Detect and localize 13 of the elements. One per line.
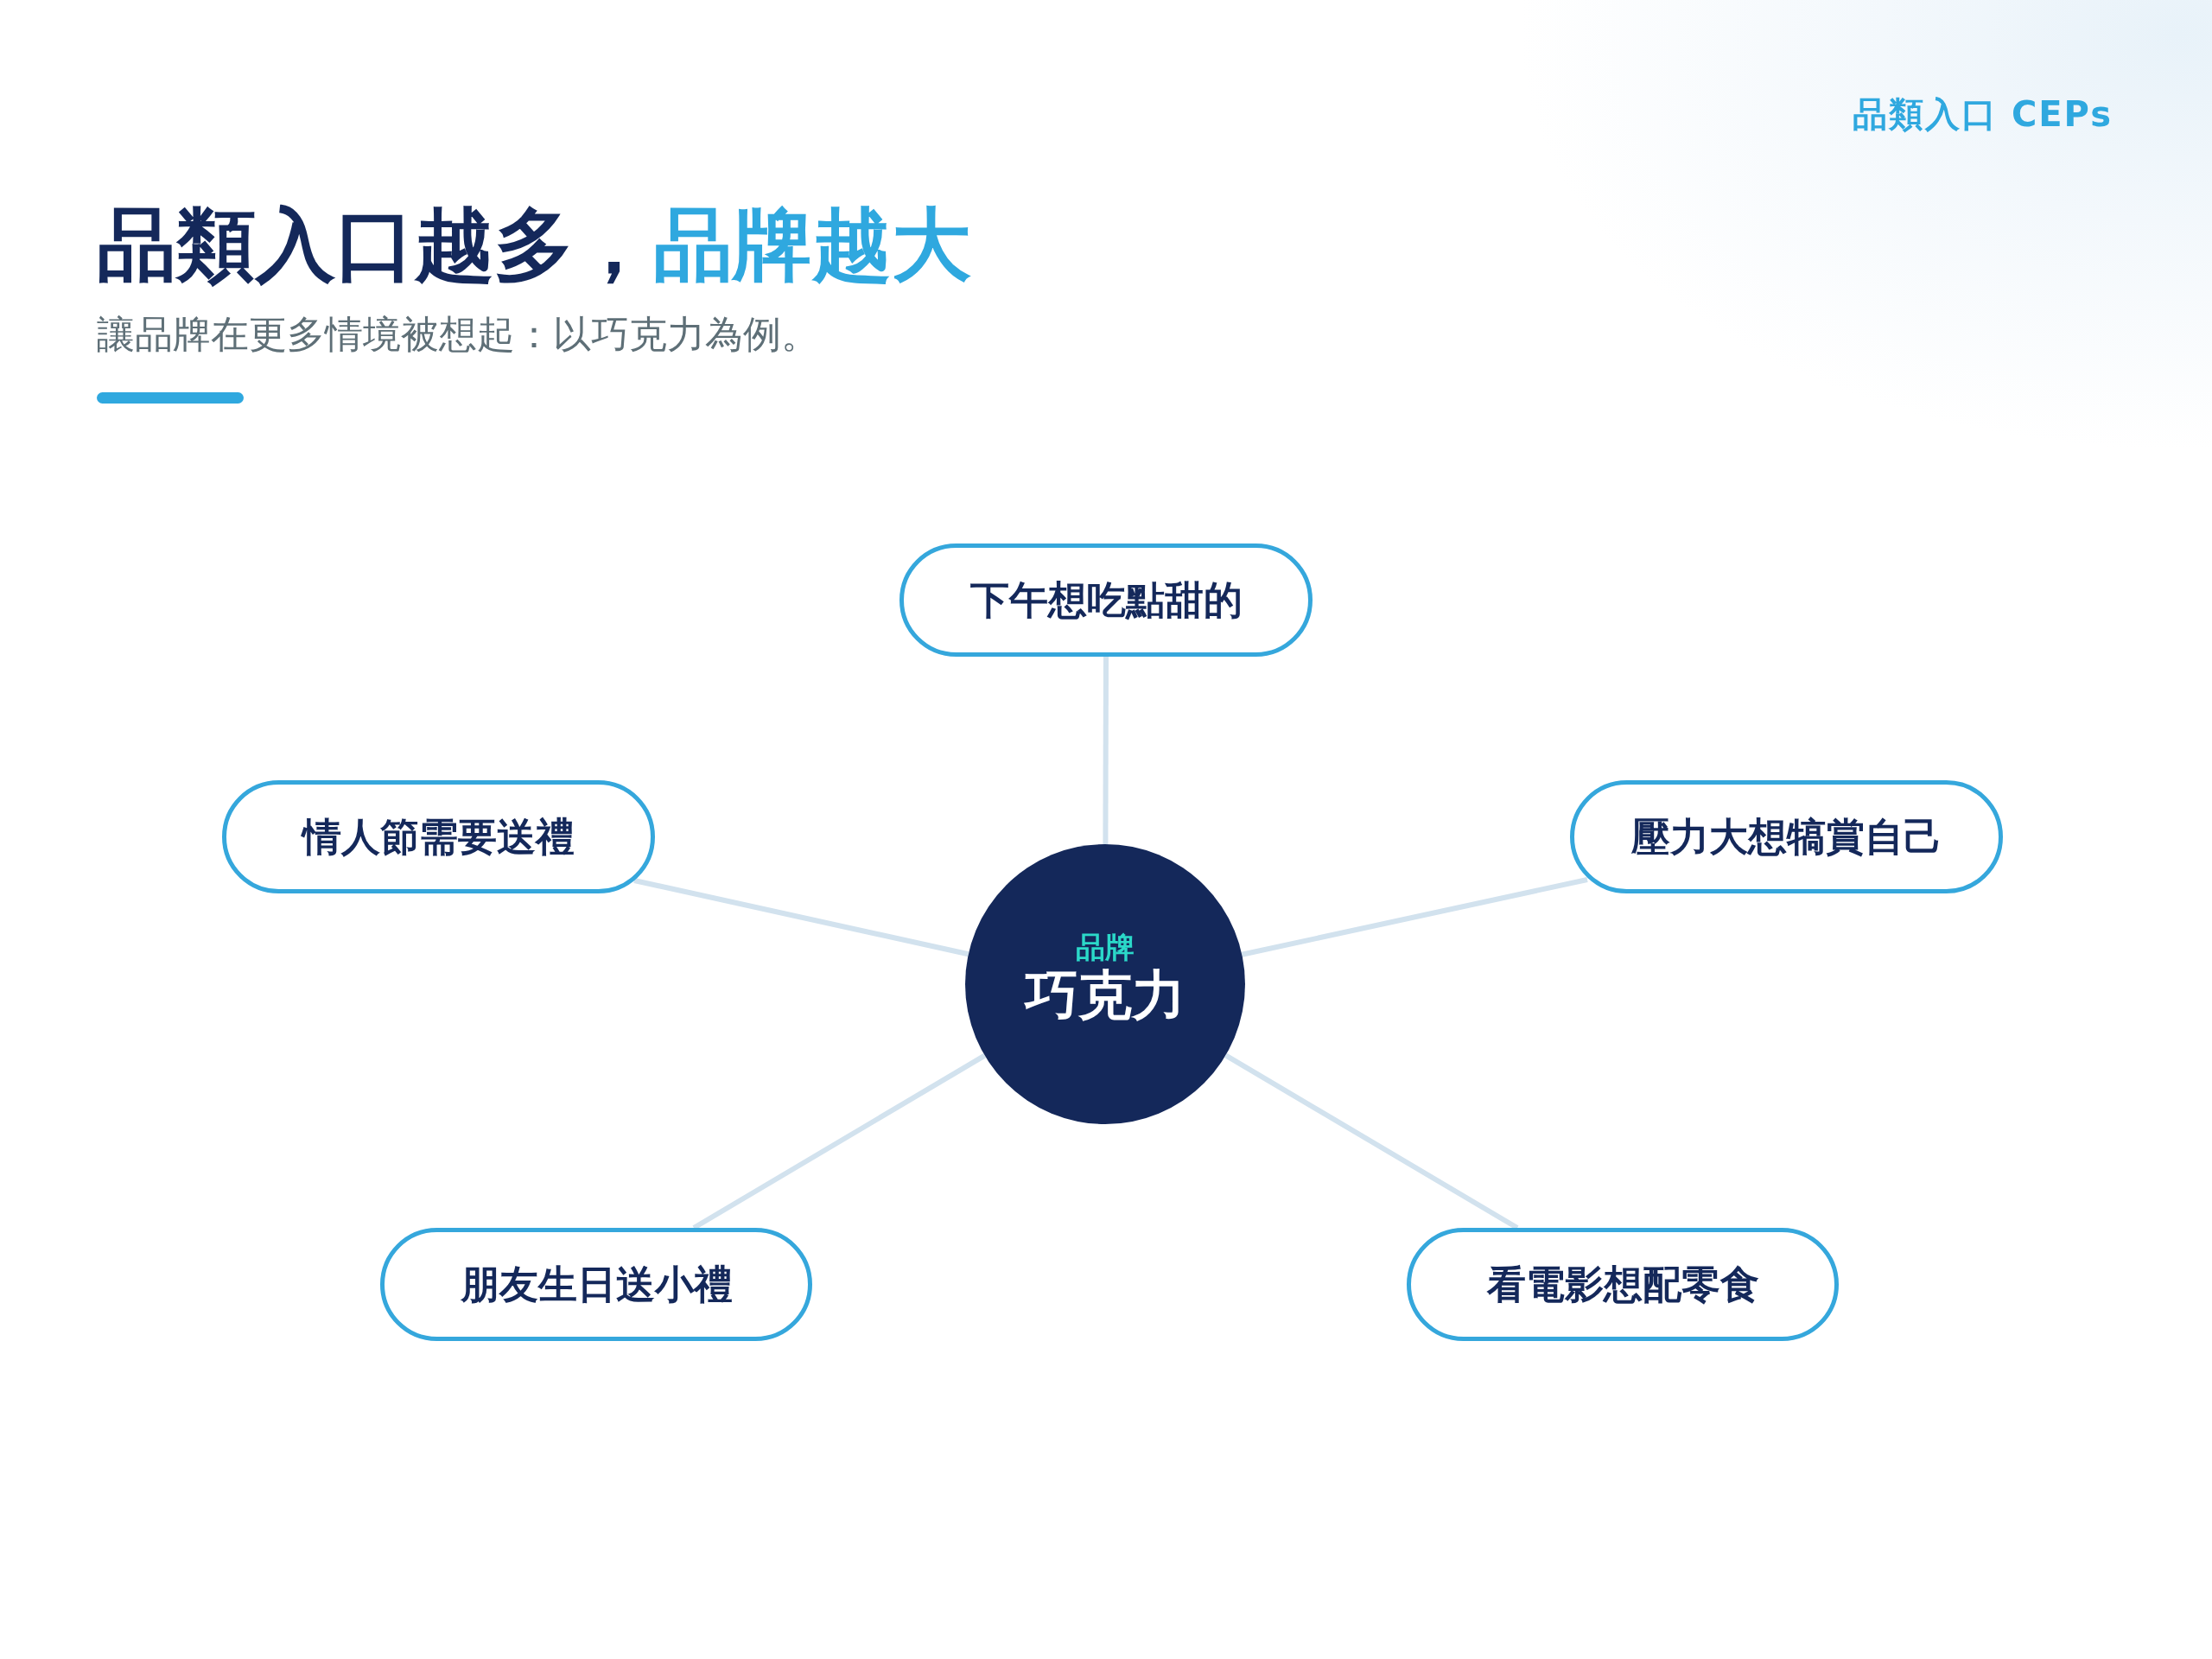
node-label: 巧克力: [1025, 963, 1185, 1027]
section-tag: 品類入口 CEPs: [1852, 93, 2113, 135]
node-heading: 品牌: [1076, 930, 1135, 964]
node-label: 下午想吃點甜的: [969, 576, 1243, 624]
connector-line: [633, 878, 969, 957]
subtitle: 讓品牌在更多情境被想起：以巧克力為例。: [97, 313, 819, 357]
connector-line: [1103, 657, 1109, 844]
title: 品類入口越多，品牌越大: [97, 204, 971, 288]
node-label: 情人節需要送禮: [302, 813, 575, 861]
connector-line: [1241, 877, 1588, 957]
node-label: 朋友生日送小禮: [460, 1261, 733, 1308]
node-label: 壓力大想犒賞自己: [1630, 813, 1942, 861]
node-label: 看電影想配零食: [1486, 1261, 1759, 1308]
